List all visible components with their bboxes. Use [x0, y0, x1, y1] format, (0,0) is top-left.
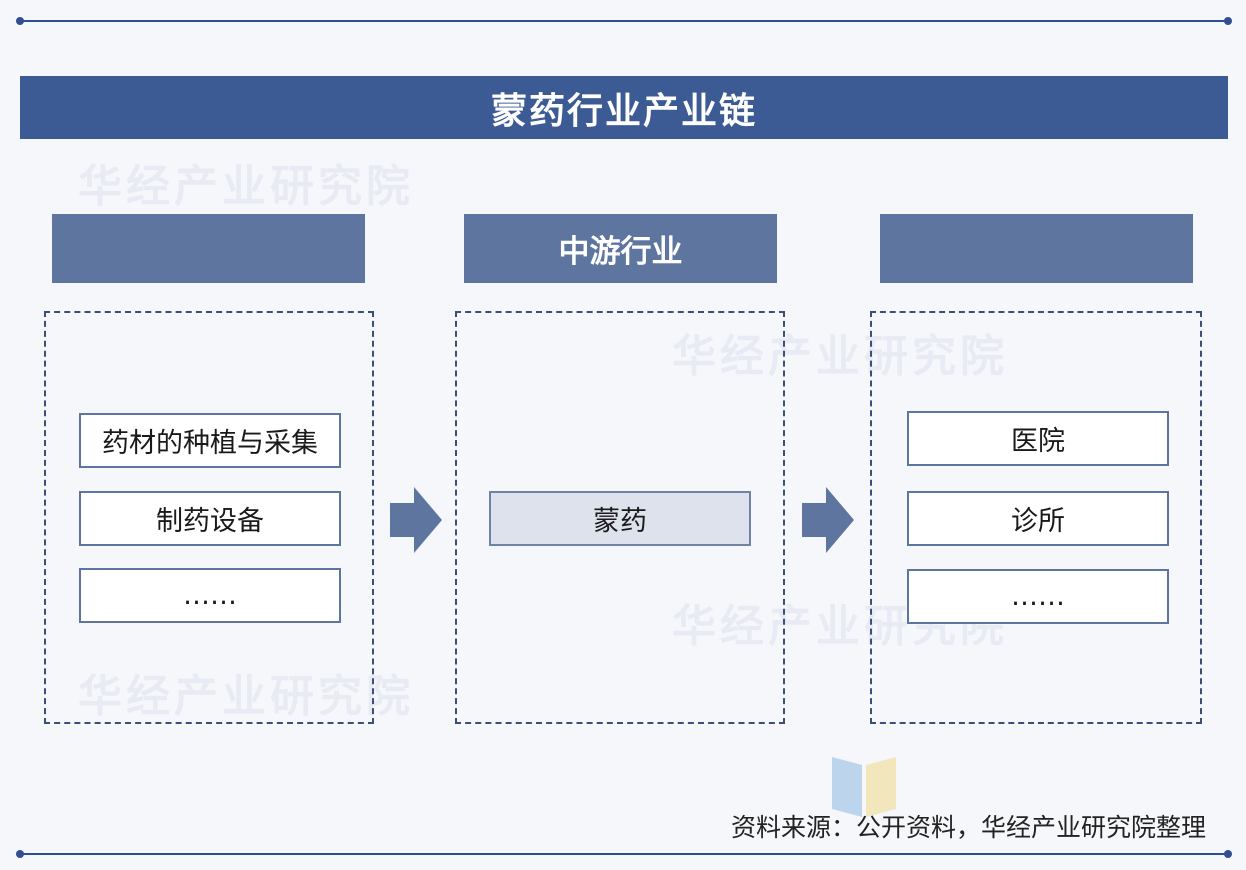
column-header-upstream: [52, 214, 365, 283]
column-header-label: 中游行业: [558, 234, 683, 270]
column-box-downstream: [870, 311, 1202, 724]
item-label: 医院: [1011, 426, 1065, 457]
list-item: 医院: [907, 411, 1169, 466]
item-label: ……: [1011, 581, 1065, 612]
list-item: 蒙药: [489, 491, 751, 546]
top-rule: [16, 17, 1232, 25]
list-item: ……: [79, 568, 341, 623]
column-header-downstream: [880, 214, 1193, 283]
list-item: 制药设备: [79, 491, 341, 546]
right-arrow-icon: [390, 487, 442, 553]
watermark: 华经产业研究院: [78, 161, 414, 212]
list-item: 药材的种植与采集: [79, 413, 341, 468]
title-bar: 蒙药行业产业链: [20, 76, 1228, 139]
item-label: 制药设备: [156, 506, 264, 537]
list-item: ……: [907, 569, 1169, 624]
list-item: 诊所: [907, 491, 1169, 546]
logo-icon: [832, 757, 896, 817]
item-label: ……: [183, 580, 237, 611]
right-arrow-icon: [802, 487, 854, 553]
column-box-midstream: [455, 311, 785, 724]
column-header-midstream: 中游行业: [464, 214, 777, 283]
item-label: 诊所: [1011, 506, 1065, 537]
source-note: 资料来源：公开资料，华经产业研究院整理: [730, 813, 1206, 842]
item-label: 药材的种植与采集: [102, 428, 318, 459]
item-label: 蒙药: [593, 506, 647, 537]
bottom-rule: [16, 850, 1232, 858]
column-box-upstream: [44, 311, 374, 724]
page-title: 蒙药行业产业链: [490, 90, 757, 132]
